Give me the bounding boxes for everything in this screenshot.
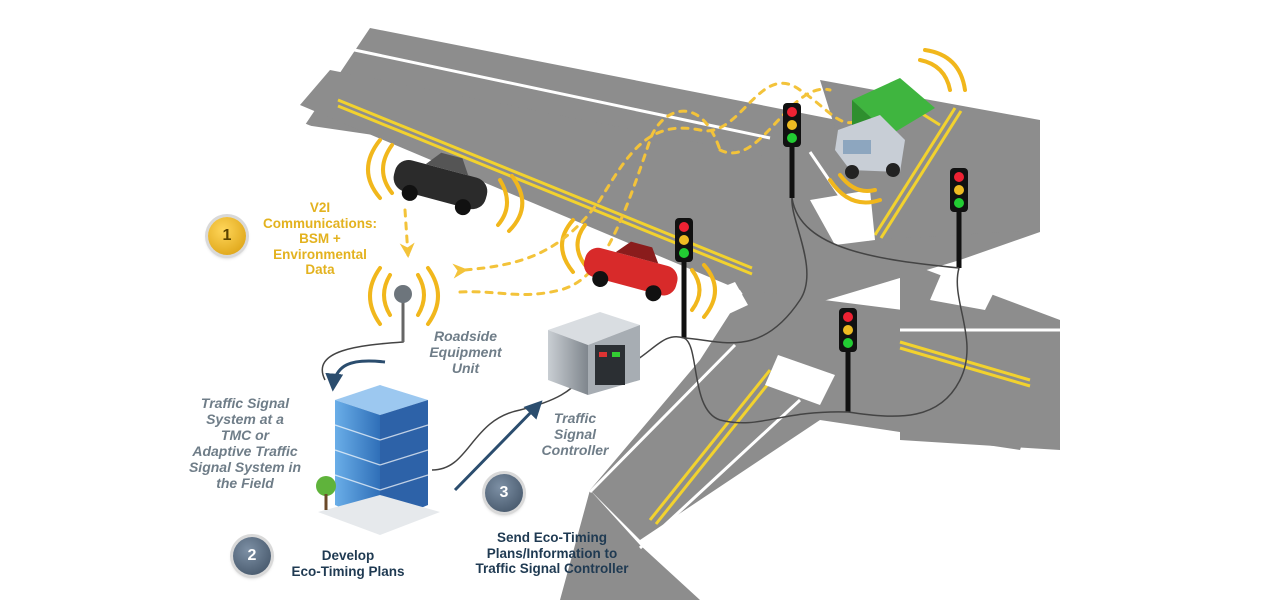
step-3-badge: 3: [485, 474, 523, 512]
traffic-signal-controller-cabinet: [548, 312, 640, 395]
tmc-building: [316, 385, 440, 535]
traffic-light-3: [675, 218, 693, 338]
red-car: [583, 241, 678, 302]
roadside-equipment-unit: [394, 285, 412, 342]
traffic-light-4: [839, 308, 857, 412]
green-truck: [835, 78, 935, 179]
develop-eco-timing-label: Develop Eco-Timing Plans: [291, 548, 405, 579]
arrow-to-controller: [453, 400, 543, 492]
road-network: [299, 28, 1060, 600]
traffic-light-1: [783, 103, 801, 198]
step-1-badge: 1: [208, 217, 246, 255]
v2i-communications-label: V2I Communications: BSM + Environmental …: [262, 200, 377, 278]
step-2-badge: 2: [233, 537, 271, 575]
send-eco-timing-label: Send Eco-Timing Plans/Information to Tra…: [475, 530, 629, 577]
arrow-to-building: [325, 359, 386, 392]
black-car: [393, 152, 488, 216]
v2i-dotted-paths: [399, 81, 862, 297]
cables: [321, 197, 968, 471]
signal-waves: [366, 48, 967, 326]
traffic-signal-controller-label: Traffic Signal Controller: [541, 410, 609, 459]
traffic-signal-system-label: Traffic Signal System at a TMC or Adapti…: [188, 395, 302, 492]
blue-arrows: [325, 359, 543, 492]
traffic-lights: [675, 103, 968, 412]
roadside-equipment-unit-label: Roadside Equipment Unit: [429, 328, 502, 377]
traffic-light-2: [950, 168, 968, 268]
